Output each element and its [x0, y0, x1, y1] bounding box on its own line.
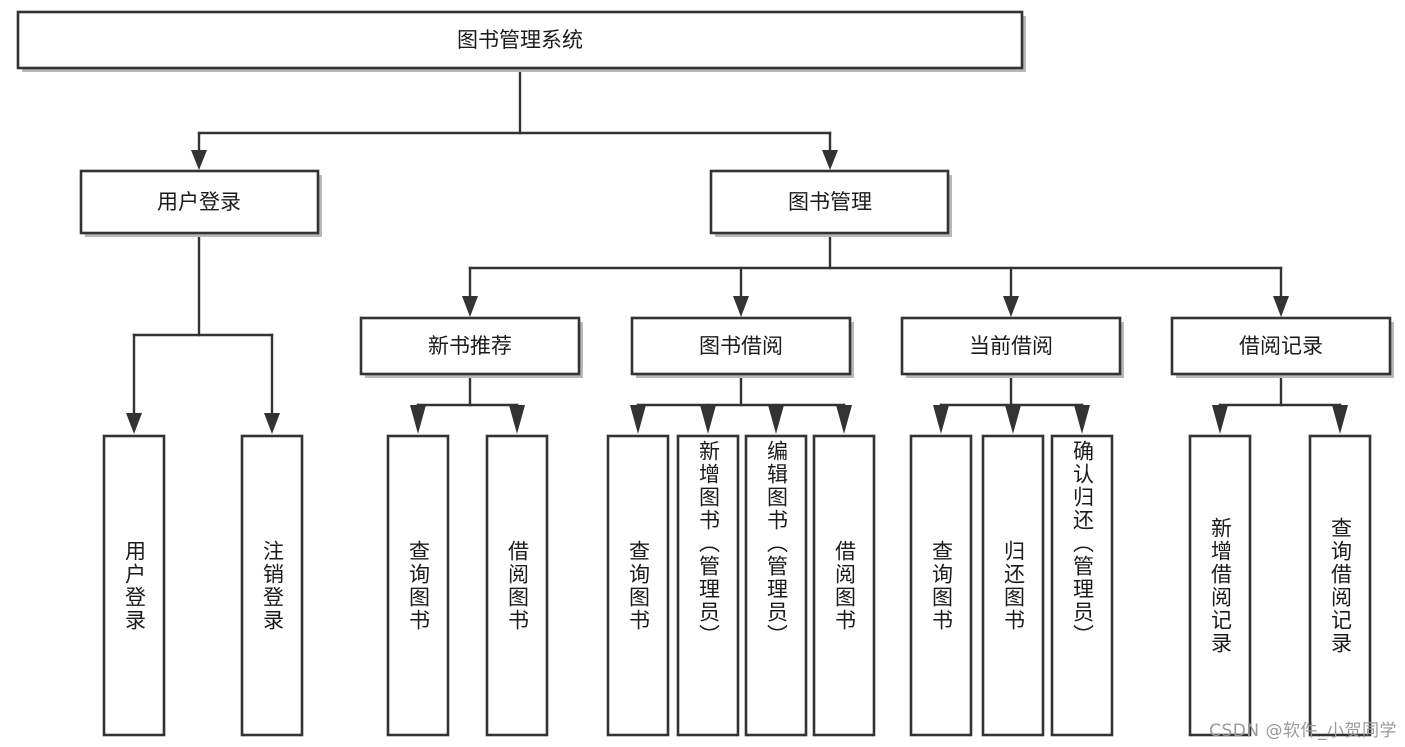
leaf-box-add-book-admin[interactable]	[676, 434, 740, 737]
node-book-manage-label: 图书管理	[788, 190, 872, 214]
leaf-box-query-book-borrow[interactable]	[606, 434, 670, 737]
leaf-box-borrow-book[interactable]	[812, 434, 876, 737]
node-root-box[interactable]	[16, 10, 1024, 70]
node-root[interactable]: 图书管理系统	[16, 10, 1026, 72]
node-root-label: 图书管理系统	[457, 28, 583, 52]
arrowhead-bookborrow-leaf-3	[768, 405, 784, 434]
arrowhead-new-book-rec	[462, 296, 478, 317]
node-current-borrow-box[interactable]	[900, 316, 1122, 376]
node-borrow-record-label: 借阅记录	[1239, 334, 1323, 358]
arrowhead-user-login	[191, 150, 207, 170]
arrowhead-bookborrow-leaf-4	[836, 405, 852, 434]
node-book-borrow-label: 图书借阅	[699, 334, 783, 358]
leaf-box-query-borrow-record[interactable]	[1308, 434, 1372, 737]
arrowhead-borrowrecord-leaf-2	[1332, 405, 1348, 434]
node-new-book-recommend[interactable]: 新书推荐	[359, 316, 583, 378]
node-book-manage-box[interactable]	[709, 169, 950, 235]
node-borrow-record[interactable]: 借阅记录	[1170, 316, 1394, 378]
arrowhead-current-borrow	[1003, 296, 1019, 317]
arrowhead-newbook-leaf-2	[509, 405, 525, 434]
node-new-book-recommend-box[interactable]	[359, 316, 581, 376]
arrowhead-newbook-leaf-1	[410, 405, 426, 434]
node-user-login[interactable]: 用户登录	[79, 169, 322, 237]
arrowhead-borrowrecord-leaf-1	[1212, 405, 1228, 434]
node-current-borrow[interactable]: 当前借阅	[900, 316, 1124, 378]
arrowhead-currentborrow-leaf-3	[1074, 405, 1090, 434]
arrowhead-currentborrow-leaf-1	[933, 405, 949, 434]
leaf-box-user-login[interactable]	[102, 434, 166, 737]
leaf-box-edit-book-admin[interactable]	[744, 434, 808, 737]
arrowhead-leaf-logout	[264, 413, 280, 434]
node-new-book-recommend-label: 新书推荐	[428, 334, 512, 358]
leaf-nodes	[102, 434, 1372, 737]
arrowhead-currentborrow-leaf-2	[1005, 405, 1021, 434]
node-book-manage[interactable]: 图书管理	[709, 169, 952, 237]
connectors	[126, 66, 1348, 434]
csdn-watermark: CSDN @软件_小贺同学	[1209, 721, 1397, 741]
node-borrow-record-box[interactable]	[1170, 316, 1392, 376]
arrowhead-leaf-user-login	[126, 413, 142, 434]
arrowhead-bookborrow-leaf-1	[630, 405, 646, 434]
arrowhead-bookborrow-leaf-2	[700, 405, 716, 434]
leaf-box-borrow-book-newrec[interactable]	[485, 434, 549, 737]
leaf-box-logout[interactable]	[240, 434, 304, 737]
leaf-box-query-book-newrec[interactable]	[386, 434, 450, 737]
leaf-box-confirm-return-admin[interactable]	[1050, 434, 1114, 737]
arrowhead-book-borrow	[733, 296, 749, 317]
leaf-box-add-borrow-record[interactable]	[1188, 434, 1252, 737]
node-book-borrow-box[interactable]	[630, 316, 852, 376]
node-current-borrow-label: 当前借阅	[969, 334, 1053, 358]
arrowhead-borrow-record	[1273, 296, 1289, 317]
leaf-box-return-book[interactable]	[981, 434, 1045, 737]
node-user-login-box[interactable]	[79, 169, 320, 235]
node-user-login-label: 用户登录	[157, 190, 241, 214]
leaf-box-query-book-current[interactable]	[909, 434, 973, 737]
node-book-borrow[interactable]: 图书借阅	[630, 316, 854, 378]
arrowhead-book-manage	[822, 150, 838, 170]
